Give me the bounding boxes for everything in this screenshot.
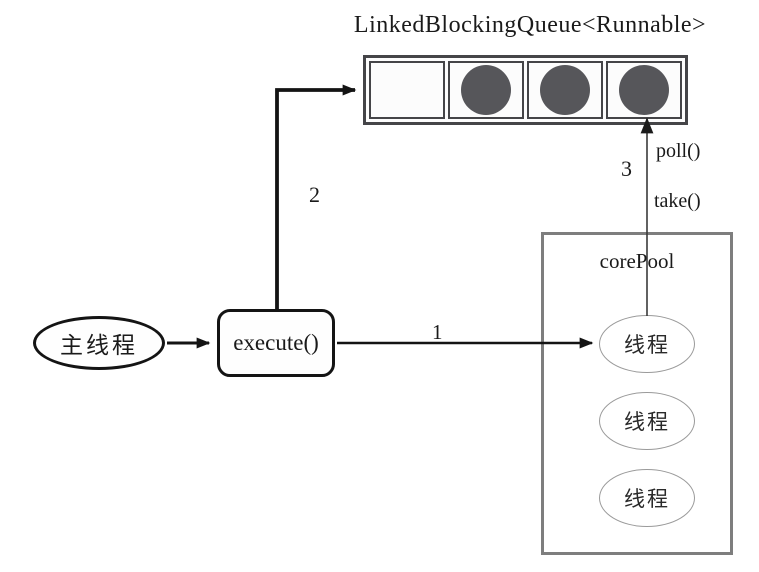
thread-ellipse: 线程 (599, 392, 695, 450)
poll-label: poll() (656, 140, 701, 162)
core-pool-label: corePool (599, 249, 675, 273)
queue-cell (527, 61, 603, 119)
queue-cell (369, 61, 445, 119)
take-label: take() (654, 190, 701, 212)
core-pool-box: corePool 线程线程线程 (541, 232, 733, 555)
thread-ellipse: 线程 (599, 469, 695, 527)
queue-cell (448, 61, 524, 119)
diagram-title: LinkedBlockingQueue<Runnable> (353, 12, 707, 38)
core-pool-threads: 线程线程线程 (599, 315, 695, 527)
execute-node: execute() (217, 309, 335, 377)
task-circle (461, 65, 511, 115)
main-thread-label: 主线程 (60, 333, 138, 358)
thread-ellipse: 线程 (599, 315, 695, 373)
task-circle (619, 65, 669, 115)
task-queue (363, 55, 688, 125)
queue-cell (606, 61, 682, 119)
execute-label: execute() (233, 330, 319, 355)
step-3-label: 3 (621, 156, 632, 181)
main-thread-node: 主线程 (33, 316, 165, 370)
step-1-label: 1 (432, 320, 443, 344)
task-circle (540, 65, 590, 115)
step-2-label: 2 (309, 182, 320, 207)
